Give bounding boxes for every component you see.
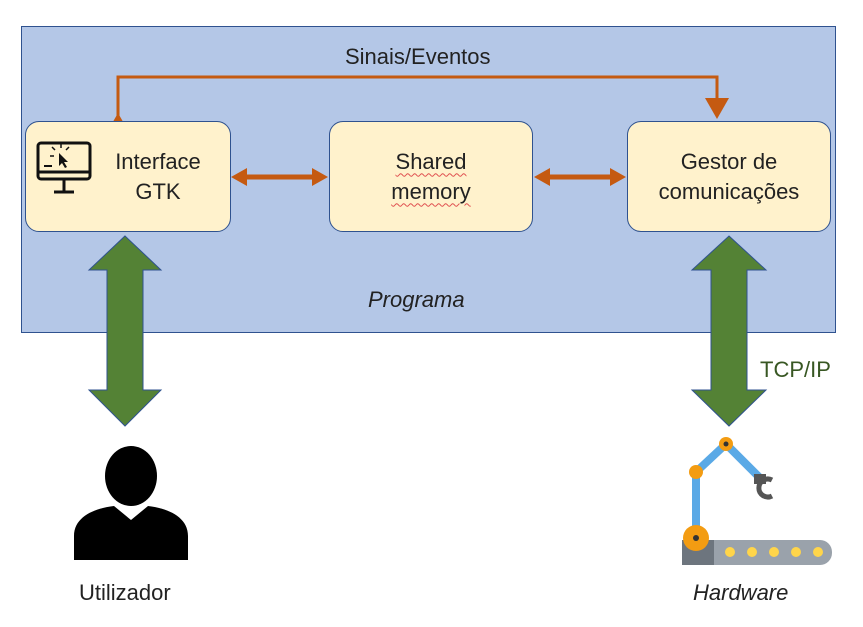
shared-memory-box: Shared memory [329,121,533,232]
interface-gtk-label: Interface GTK [115,148,201,204]
hardware-gestor-arrow [690,235,768,427]
user-label: Utilizador [79,580,171,605]
gestor-comunicacoes-box: Gestor de comunicações [627,121,831,232]
interface-shared-arrow [231,168,328,186]
shared-gestor-arrow [534,168,626,186]
user-interface-arrow [87,235,163,427]
tcp-ip-label: TCP/IP [760,357,831,382]
signals-label: Sinais/Eventos [345,44,491,69]
shared-memory-line2: memory [391,178,471,204]
shared-memory-line1: Shared [395,148,467,174]
signals-arrow [106,75,729,134]
program-label: Programa [368,287,465,312]
hardware-label: Hardware [693,580,789,605]
gestor-comunicacoes-label: Gestor de comunicações [658,148,800,204]
